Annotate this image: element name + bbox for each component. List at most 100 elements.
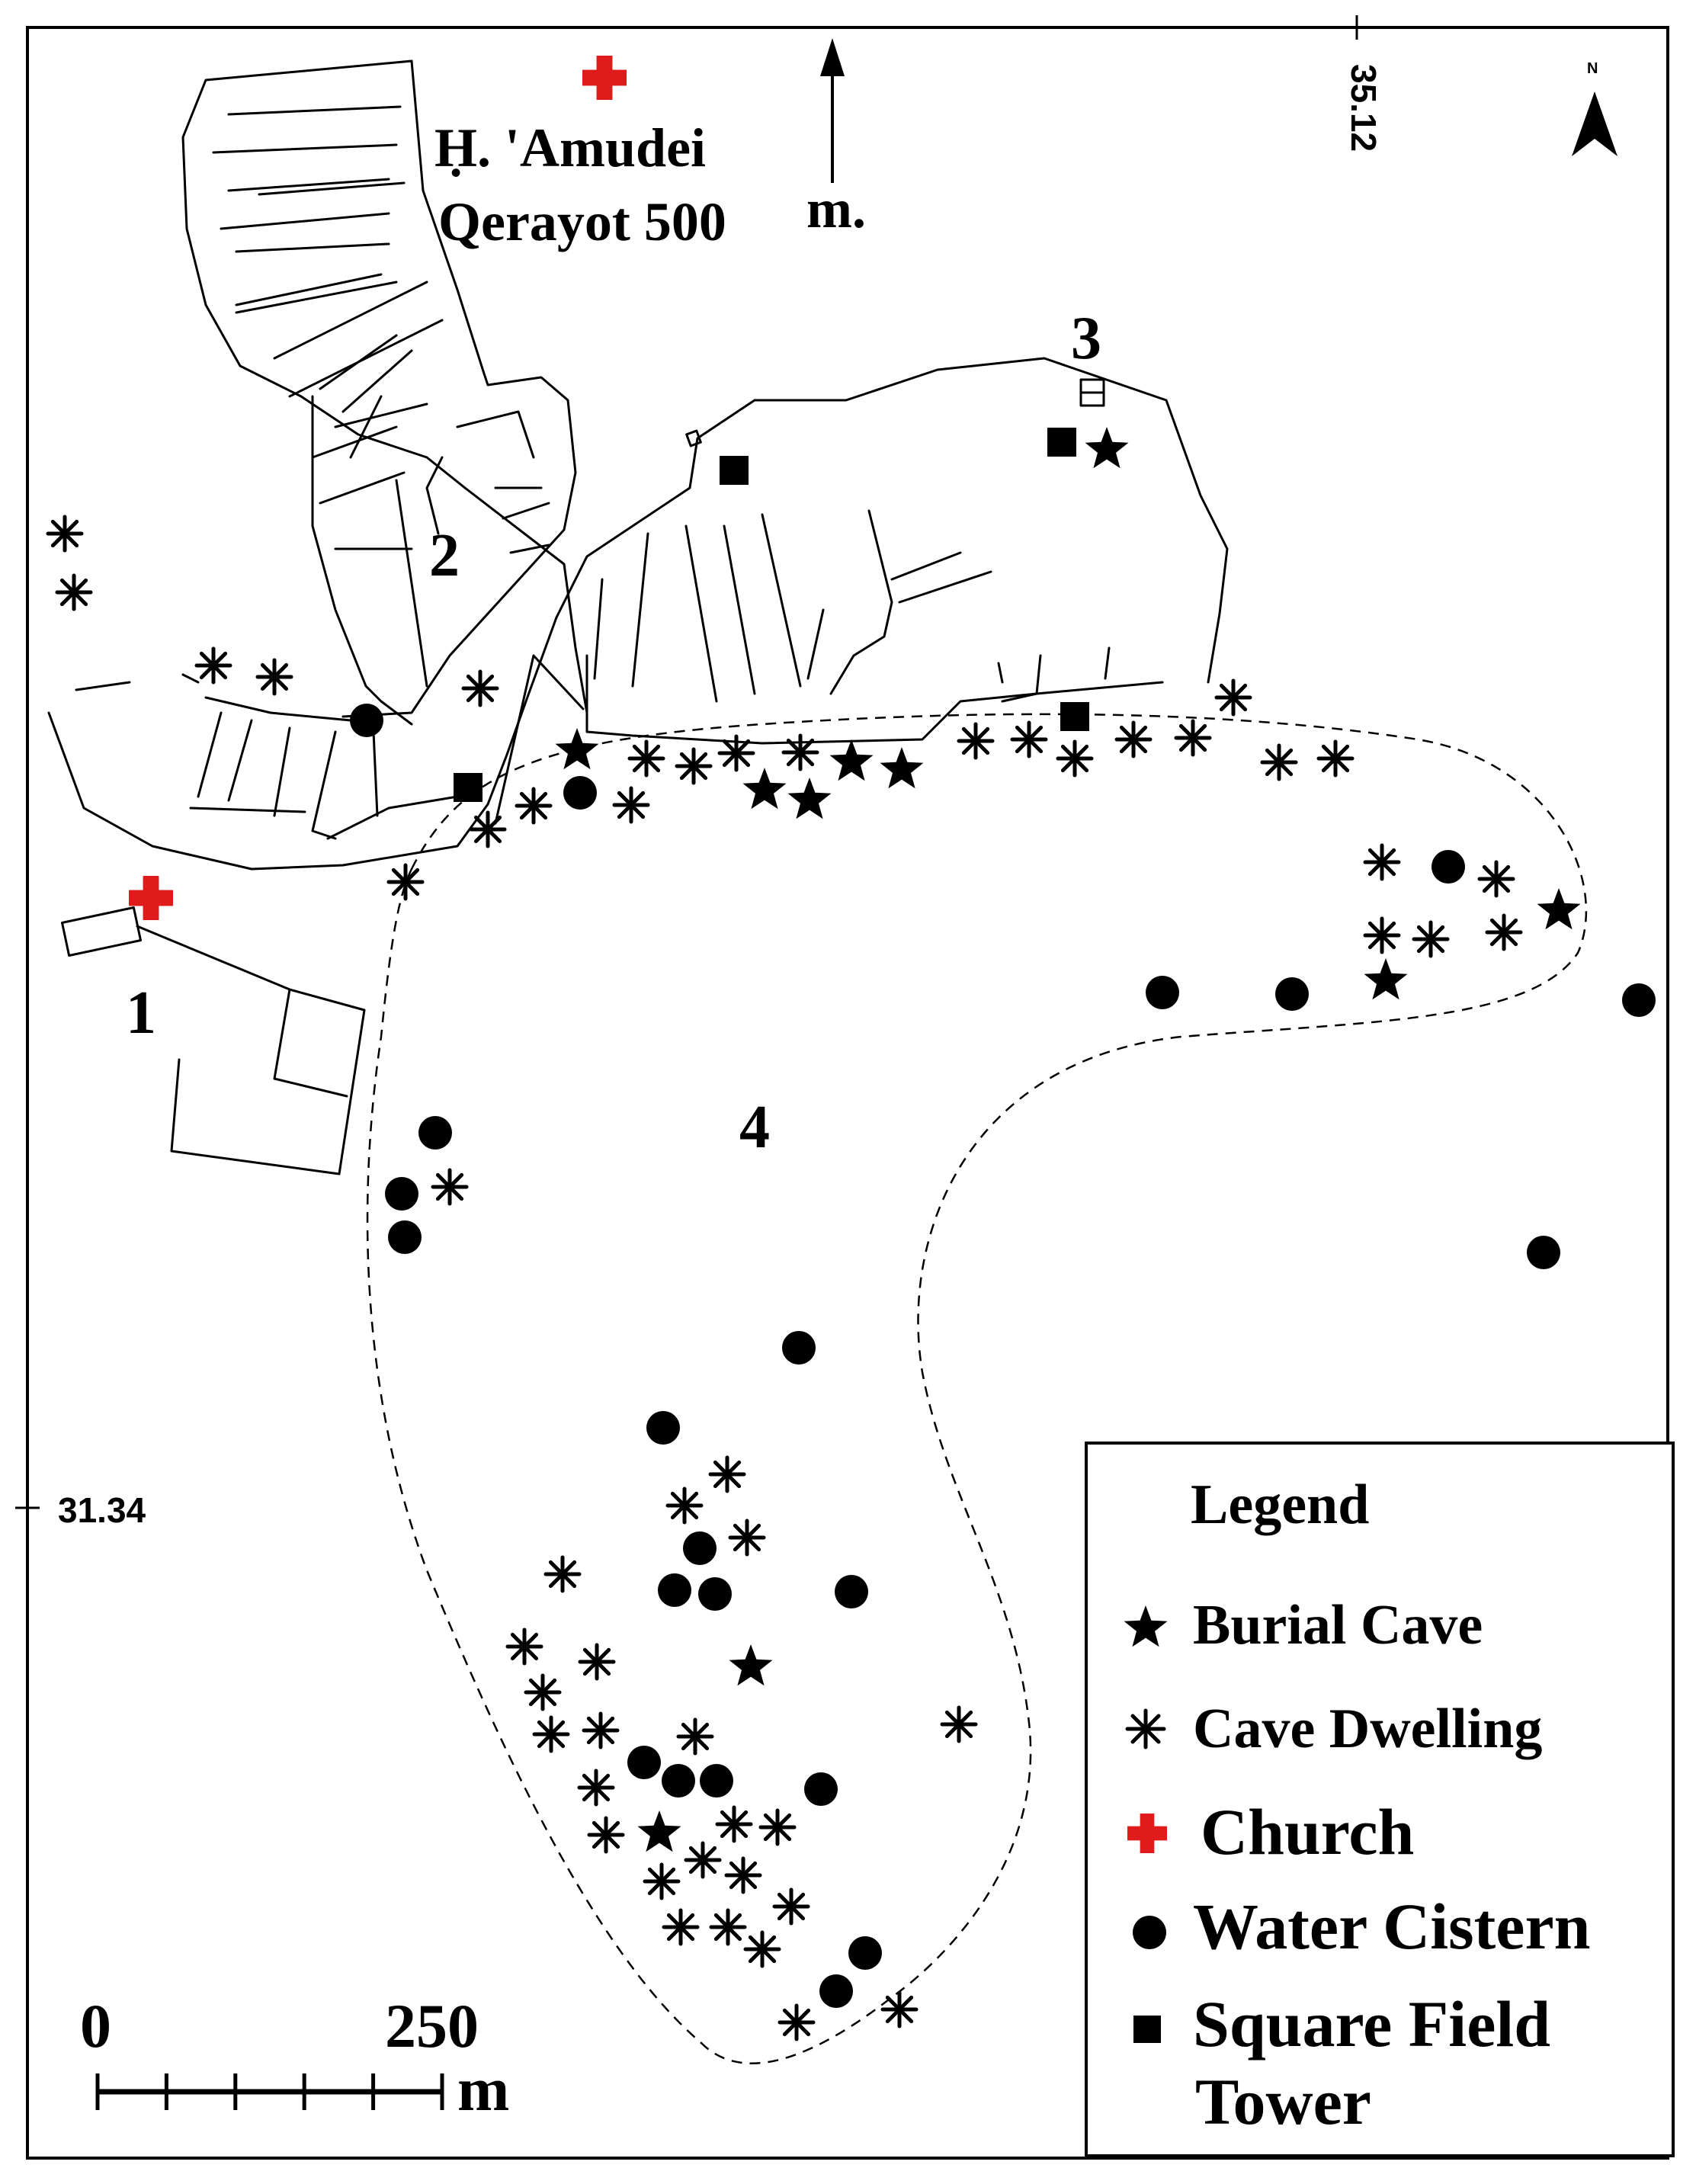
- cave-dwelling-icon: [587, 1816, 625, 1854]
- burial-cave-icon: [829, 739, 874, 781]
- scale-bar-end: 250: [385, 1991, 479, 2061]
- legend-item-tower: Tower: [1195, 2065, 1371, 2138]
- cave-dwelling-icon: [1412, 920, 1450, 958]
- cave-dwelling-icon: [676, 1717, 714, 1756]
- burial-cave-icon: [555, 728, 599, 770]
- water-cistern-icon: [819, 1974, 853, 2008]
- water-cistern-icon: [835, 1575, 868, 1608]
- burial-cave-icon: [1085, 427, 1129, 469]
- water-cistern-icon: [1275, 977, 1309, 1011]
- water-cistern-icon: [1527, 1236, 1560, 1269]
- legend-item-church: Church: [1201, 1795, 1414, 1868]
- legend-square-field-tower-icon: [1133, 2016, 1161, 2043]
- cave-dwelling-icon: [772, 1887, 810, 1926]
- cave-dwelling-icon: [957, 722, 995, 760]
- cave-dwelling-icon: [1260, 743, 1298, 781]
- cave-dwelling-icon: [724, 1856, 762, 1894]
- cave-dwelling-icon: [1010, 720, 1048, 758]
- area-label-3: 3: [1071, 305, 1101, 372]
- site-arrow-head-icon: [820, 38, 845, 76]
- square-field-tower-icon: [454, 773, 483, 802]
- burial-cave-icon: [787, 778, 832, 819]
- cave-dwelling-icon: [758, 1808, 797, 1846]
- water-cistern-icon: [662, 1764, 695, 1798]
- legend-item-burial-cave: Burial Cave: [1193, 1594, 1483, 1656]
- church-icon: [582, 56, 627, 100]
- area-4-boundary: [366, 713, 1588, 2064]
- cave-dwelling-icon: [55, 573, 93, 611]
- scale-bar: 0 250 m: [80, 1991, 509, 2124]
- water-cistern-icon: [683, 1531, 717, 1565]
- water-cistern-icon: [627, 1746, 661, 1779]
- legend-water-cistern-icon: [1133, 1916, 1166, 1949]
- water-cistern-icon: [698, 1577, 732, 1611]
- burial-cave-icon: [729, 1644, 773, 1686]
- cave-dwelling-icon: [1477, 860, 1515, 898]
- cave-dwelling-icon: [728, 1519, 766, 1557]
- legend-item-square-field: Square Field: [1193, 1987, 1550, 2061]
- cave-dwelling-icon: [46, 515, 84, 553]
- water-cistern-icon: [782, 1331, 816, 1365]
- legend-item-cave-dwelling: Cave Dwelling: [1193, 1698, 1542, 1760]
- cave-dwelling-icon: [577, 1769, 615, 1807]
- water-cistern-icon: [350, 704, 383, 737]
- cave-dwelling-icon: [940, 1705, 978, 1743]
- church-icon: [129, 876, 173, 920]
- cave-dwelling-icon: [1363, 843, 1401, 881]
- area-label-2: 2: [429, 522, 460, 589]
- cave-dwelling-icon: [717, 734, 755, 772]
- cave-dwelling-icon: [708, 1455, 746, 1493]
- water-cistern-icon: [646, 1411, 680, 1445]
- cave-dwelling-icon: [578, 1643, 616, 1681]
- cave-dwelling-icon: [1316, 739, 1355, 778]
- north-arrow-icon: [1572, 91, 1617, 156]
- cave-dwelling-icon: [532, 1715, 570, 1753]
- burial-cave-icon: [880, 747, 924, 789]
- cave-dwelling-icon: [255, 658, 293, 696]
- scale-bar-start: 0: [80, 1991, 111, 2061]
- cave-dwelling-icon: [1114, 720, 1153, 758]
- burial-cave-icon: [1537, 888, 1581, 930]
- burial-cave-icon: [637, 1810, 681, 1852]
- site-title-line2: Qerayot 500: [438, 191, 726, 252]
- cave-dwelling-icon: [880, 1990, 919, 2028]
- water-cistern-icon: [563, 776, 597, 810]
- cave-dwelling-icon: [665, 1486, 704, 1525]
- site-title: Ḥ. 'Amudei Qerayot 500 m.: [434, 38, 866, 252]
- cave-dwelling-icon: [612, 786, 650, 824]
- cave-dwelling-icon: [675, 747, 713, 785]
- cave-dwelling-icon: [431, 1168, 469, 1206]
- area-label-1: 1: [126, 980, 156, 1047]
- cave-dwelling-icon: [684, 1841, 722, 1879]
- water-cistern-icon: [658, 1573, 691, 1607]
- cave-dwelling-icon: [505, 1628, 543, 1666]
- longitude-label: 35.12: [1344, 64, 1383, 152]
- terrace-lines: [47, 59, 1229, 1175]
- cave-dwelling-icon: [709, 1908, 747, 1946]
- cave-dwelling-icon: [781, 733, 819, 771]
- cave-dwelling-icon: [1363, 916, 1401, 954]
- cave-dwelling-icon: [715, 1805, 753, 1843]
- cave-dwelling-icon: [777, 2003, 816, 2041]
- north-indicator-label: N: [1587, 60, 1598, 77]
- water-cistern-icon: [388, 1220, 422, 1254]
- latitude-label: 31.34: [58, 1490, 146, 1530]
- cave-dwelling-icon: [582, 1711, 620, 1749]
- legend: Legend Burial Cave Cave Dwelling Church …: [1085, 1442, 1675, 2157]
- legend-cave-dwelling-icon: [1125, 1708, 1166, 1749]
- square-field-tower-icon: [1060, 702, 1089, 731]
- legend-box: [1085, 1442, 1675, 2157]
- legend-church-icon: [1127, 1814, 1167, 1853]
- water-cistern-icon: [1622, 983, 1656, 1017]
- cave-dwelling-icon: [743, 1930, 781, 1968]
- site-arrow-unit: m.: [806, 178, 866, 239]
- square-field-tower-icon: [720, 456, 749, 485]
- cave-dwelling-icon: [194, 646, 232, 685]
- cave-dwelling-icon: [461, 669, 499, 707]
- legend-item-water-cistern: Water Cistern: [1193, 1890, 1590, 1963]
- burial-cave-icon: [1364, 958, 1408, 1000]
- water-cistern-icon: [1432, 850, 1465, 884]
- burial-cave-icon: [742, 768, 787, 810]
